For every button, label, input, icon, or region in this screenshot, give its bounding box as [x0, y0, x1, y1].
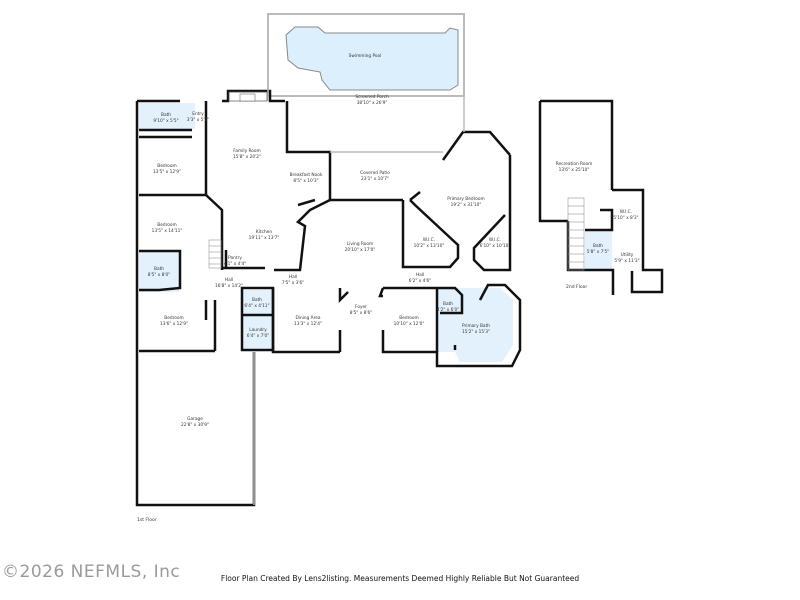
- floor-label-1st: 1st Floor: [137, 518, 157, 523]
- watermark: ©2026 NEFMLS, Inc: [2, 562, 181, 582]
- floor-label-2nd: 2nd Floor: [566, 285, 588, 290]
- window-walls: [253, 14, 465, 505]
- fireplace: [228, 91, 268, 102]
- bath-fill: [242, 290, 273, 314]
- wet-room-fills: [139, 103, 612, 362]
- laundry-fill: [242, 316, 273, 349]
- bath-fill: [585, 231, 612, 271]
- room-label-wic: W.I.C.6'10" x 10'10": [479, 238, 511, 249]
- bath-fill: [139, 103, 195, 129]
- room-label-wic: W.I.C.10'2" x 13'10": [413, 238, 445, 249]
- bath-fill: [139, 251, 179, 292]
- stairs: [208, 197, 585, 271]
- footer-disclaimer: Floor Plan Created By Lens2listing. Meas…: [220, 574, 580, 583]
- room-label-swimming-pool: Swimming Pool: [348, 54, 382, 59]
- primary-bath-fill: [437, 288, 513, 362]
- room-label-wic: W.I.C.5'10" x 8'3": [613, 210, 639, 221]
- walls: [135, 89, 664, 507]
